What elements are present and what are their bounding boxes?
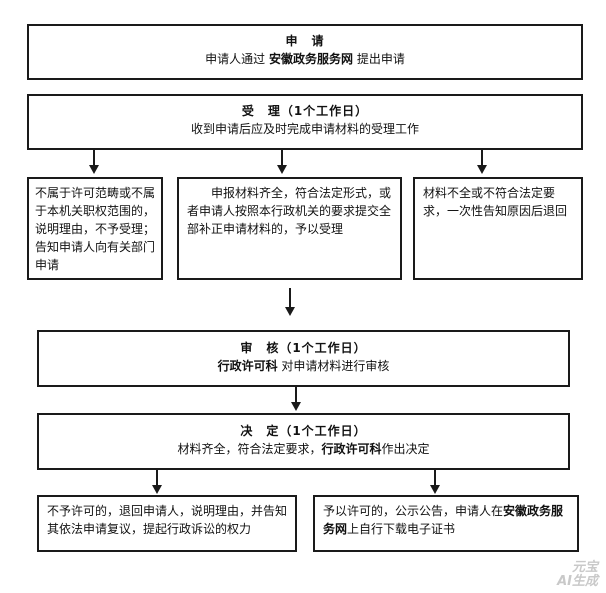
arrow-accept-left-head <box>89 165 99 174</box>
apply-desc-prefix: 申请人通过 <box>205 52 266 66</box>
decide-desc-suffix: 作出决定 <box>381 442 430 456</box>
arrow-decide-reject-head <box>152 485 162 494</box>
review-desc-suffix: 对申请材料进行审核 <box>281 359 390 373</box>
outcome-reject-text: 不予许可的，退回申请人，说明理由，并告知其依法申请复议，提起行政诉讼的权力 <box>47 504 288 536</box>
decide-desc-bold: 行政许可科 <box>321 442 382 456</box>
outcome-grant-prefix: 予以许可的，公示公告，申请人在 <box>323 504 504 518</box>
review-desc-bold: 行政许可科 <box>217 359 278 373</box>
accept-box: 受 理（1个工作日） 收到申请后应及时完成申请材料的受理工作 <box>27 94 583 150</box>
arrow-review-decide-head <box>291 402 301 411</box>
branch-accept-text: 申报材料齐全，符合法定形式，或者申请人按照本行政机关的要求提交全部补正申请材料的… <box>187 186 392 236</box>
arrow-accept-middle-shaft <box>281 150 283 166</box>
branch-reject-text: 不属于许可范畴或不属于本机关职权范围的，说明理由，不予受理；告知申请人向有关部门… <box>35 186 156 272</box>
branch-accept-box: 申报材料齐全，符合法定形式，或者申请人按照本行政机关的要求提交全部补正申请材料的… <box>177 177 402 280</box>
watermark-line2: AI生成 <box>557 574 598 589</box>
decide-box: 决 定（1个工作日） 材料齐全，符合法定要求，行政许可科作出决定 <box>37 413 570 470</box>
branch-return-box: 材料不全或不符合法定要求，一次性告知原因后退回 <box>413 177 583 280</box>
apply-desc-suffix: 提出申请 <box>356 52 405 66</box>
arrow-middle-review-shaft <box>289 288 291 308</box>
apply-title: 申 请 <box>285 34 325 48</box>
accept-desc: 收到申请后应及时完成申请材料的受理工作 <box>190 122 419 136</box>
branch-reject-box: 不属于许可范畴或不属于本机关职权范围的，说明理由，不予受理；告知申请人向有关部门… <box>27 177 163 280</box>
review-title: 审 核（1个工作日） <box>240 341 367 355</box>
outcome-grant-text: 予以许可的，公示公告，申请人在安徽政务服务网上自行下载电子证书 <box>323 502 569 538</box>
arrow-decide-reject-shaft <box>156 470 158 486</box>
apply-desc-bold: 安徽政务服务网 <box>268 52 353 66</box>
arrow-decide-grant-shaft <box>434 470 436 486</box>
outcome-grant-bold: 安徽政务服务网 <box>323 504 564 536</box>
arrow-review-decide-shaft <box>295 387 297 403</box>
arrow-accept-left-shaft <box>93 150 95 166</box>
outcome-reject-box: 不予许可的，退回申请人，说明理由，并告知其依法申请复议，提起行政诉讼的权力 <box>37 495 297 552</box>
arrow-decide-grant-head <box>430 485 440 494</box>
decide-desc-prefix: 材料齐全，符合法定要求， <box>177 442 322 456</box>
decide-desc: 材料齐全，符合法定要求，行政许可科作出决定 <box>39 440 568 458</box>
apply-desc: 申请人通过 安徽政务服务网 提出申请 <box>29 50 581 68</box>
watermark: 元宝 AI生成 <box>557 561 598 589</box>
outcome-grant-box: 予以许可的，公示公告，申请人在安徽政务服务网上自行下载电子证书 <box>313 495 579 552</box>
review-desc: 行政许可科 对申请材料进行审核 <box>39 357 568 375</box>
accept-title: 受 理（1个工作日） <box>241 104 369 118</box>
watermark-line1: 元宝 <box>571 560 598 575</box>
review-box: 审 核（1个工作日） 行政许可科 对申请材料进行审核 <box>37 330 570 387</box>
arrow-accept-right-head <box>477 165 487 174</box>
decide-title: 决 定（1个工作日） <box>240 424 367 438</box>
arrow-accept-middle-head <box>277 165 287 174</box>
outcome-grant-suffix: 上自行下载电子证书 <box>347 522 456 536</box>
branch-return-text: 材料不全或不符合法定要求，一次性告知原因后退回 <box>423 186 568 218</box>
apply-box: 申 请 申请人通过 安徽政务服务网 提出申请 <box>27 24 583 80</box>
arrow-middle-review-head <box>285 307 295 316</box>
arrow-accept-right-shaft <box>481 150 483 166</box>
